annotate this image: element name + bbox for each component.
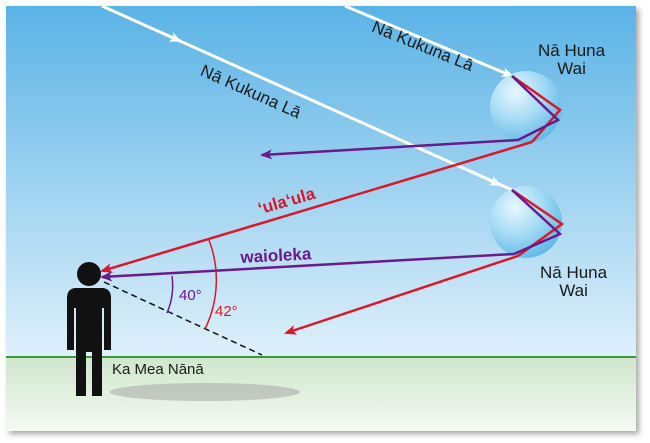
top-droplet-violet-path bbox=[511, 75, 561, 142]
red-ray-lower bbox=[284, 254, 519, 335]
antisolar-line bbox=[103, 281, 263, 356]
droplet-top-label-line2: Wai bbox=[557, 58, 586, 78]
angle-label-red: 42° bbox=[215, 303, 238, 320]
red-ray-to-observer bbox=[100, 140, 533, 273]
sunlight-ray-top bbox=[344, 4, 514, 78]
violet-ray-label: waioleka bbox=[239, 244, 312, 267]
sunlight-ray-mid-arrow-2 bbox=[469, 169, 502, 187]
droplet-bottom-label-line2: Wai bbox=[559, 280, 588, 300]
observer-label: Ka Mea Nānā bbox=[112, 361, 204, 378]
droplet-top-label-line1: Nā Huna bbox=[538, 41, 606, 60]
observer-shadow bbox=[110, 383, 300, 401]
angle-arc-violet bbox=[166, 275, 174, 314]
droplet-top-label: Nā Huna Wai bbox=[538, 42, 605, 78]
violet-ray-to-observer bbox=[100, 252, 515, 282]
droplet-bottom-label-line1: Nā Huna bbox=[540, 263, 608, 282]
person-silhouette-icon bbox=[67, 262, 111, 396]
droplet-top bbox=[490, 71, 562, 143]
angle-arc-red bbox=[204, 239, 218, 330]
droplet-bottom-label: Nā Huna Wai bbox=[540, 264, 607, 300]
violet-ray-upper bbox=[260, 138, 519, 160]
angle-label-violet: 40° bbox=[179, 287, 202, 304]
droplet-bottom bbox=[490, 186, 562, 258]
top-droplet-red-path bbox=[511, 74, 562, 143]
sunlight-ray-mid-arrow bbox=[159, 30, 182, 43]
bottom-droplet-violet-path bbox=[511, 189, 563, 256]
ground bbox=[6, 357, 636, 431]
